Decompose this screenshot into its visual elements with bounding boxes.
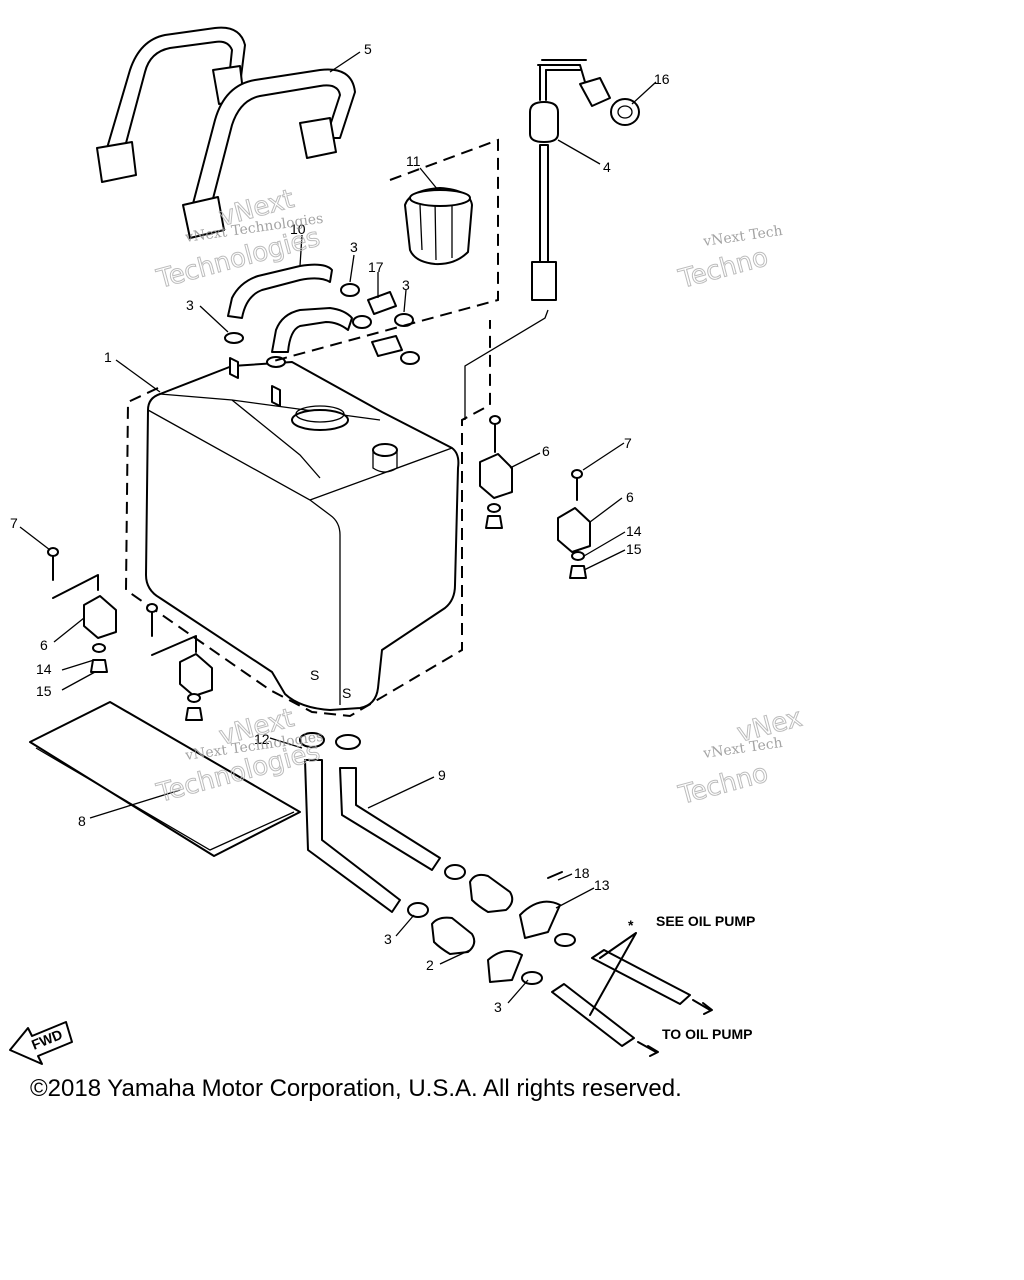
callout-6: 6 xyxy=(542,443,550,459)
callout-18: 18 xyxy=(574,865,590,881)
callout-4: 4 xyxy=(603,159,611,175)
bracket-left-rear xyxy=(146,603,213,721)
callout-3: 3 xyxy=(186,297,194,313)
clamps-and-joints xyxy=(340,283,420,365)
outlet-hoses xyxy=(299,732,466,918)
callout-14: 14 xyxy=(626,523,642,539)
strap-band-front xyxy=(182,68,356,239)
callout-3: 3 xyxy=(350,239,358,255)
breather-hose xyxy=(224,263,353,407)
bracket-right-upper xyxy=(479,415,513,529)
callout-labels: 1 2 3 3 3 3 3 4 5 6 6 6 7 7 8 9 10 11 12… xyxy=(10,41,670,1015)
callout-15: 15 xyxy=(626,541,642,557)
callout-7: 7 xyxy=(10,515,18,531)
callout-13: 13 xyxy=(594,877,610,893)
cap-assembly-outline xyxy=(269,138,499,363)
filler-cap xyxy=(404,187,473,266)
callout-6: 6 xyxy=(40,637,48,653)
svg-text:Techno: Techno xyxy=(675,758,771,811)
copyright-notice: ©2018 Yamaha Motor Corporation, U.S.A. A… xyxy=(30,1075,682,1102)
callout-17: 17 xyxy=(368,259,384,275)
callout-12: 12 xyxy=(254,731,270,747)
tank-assembly-outline xyxy=(124,320,491,718)
callout-14: 14 xyxy=(36,661,52,677)
callout-5: 5 xyxy=(364,41,372,57)
callout-15: 15 xyxy=(36,683,52,699)
oil-filters xyxy=(431,873,514,955)
callout-6: 6 xyxy=(626,489,634,505)
svg-text:S: S xyxy=(310,667,319,683)
callout-3: 3 xyxy=(384,931,392,947)
callout-7: 7 xyxy=(624,435,632,451)
callout-2: 2 xyxy=(426,957,434,973)
see-oil-pump-leaders xyxy=(589,932,637,1016)
grommet xyxy=(610,98,640,126)
callout-3: 3 xyxy=(494,999,502,1015)
bracket-left-front xyxy=(47,547,117,673)
to-oil-pump-note: TO OIL PUMP xyxy=(662,1026,753,1042)
tank-pad xyxy=(29,701,301,857)
gauge-guide-line xyxy=(464,309,549,420)
see-oil-pump-asterisk: * xyxy=(628,917,634,933)
oil-tank-parts-diagram: S S xyxy=(9,26,806,1065)
callout-8: 8 xyxy=(78,813,86,829)
level-gauge xyxy=(529,59,611,301)
leader-lines xyxy=(19,51,657,1004)
bracket-right-lower xyxy=(557,469,591,579)
callout-10: 10 xyxy=(290,221,306,237)
callout-16: 16 xyxy=(654,71,670,87)
callout-3: 3 xyxy=(402,277,410,293)
oil-tank: S S xyxy=(145,361,460,711)
svg-text:Techno: Techno xyxy=(675,242,771,295)
fwd-arrow-icon: FWD xyxy=(9,1021,73,1065)
callout-11: 11 xyxy=(406,153,421,169)
see-oil-pump-note: SEE OIL PUMP xyxy=(656,913,755,929)
callout-9: 9 xyxy=(438,767,446,783)
filter-holder xyxy=(487,871,563,983)
pump-pipes xyxy=(521,933,713,1057)
svg-text:S: S xyxy=(342,685,351,701)
callout-1: 1 xyxy=(104,349,112,365)
svg-text:vNext Tech: vNext Tech xyxy=(701,223,783,250)
